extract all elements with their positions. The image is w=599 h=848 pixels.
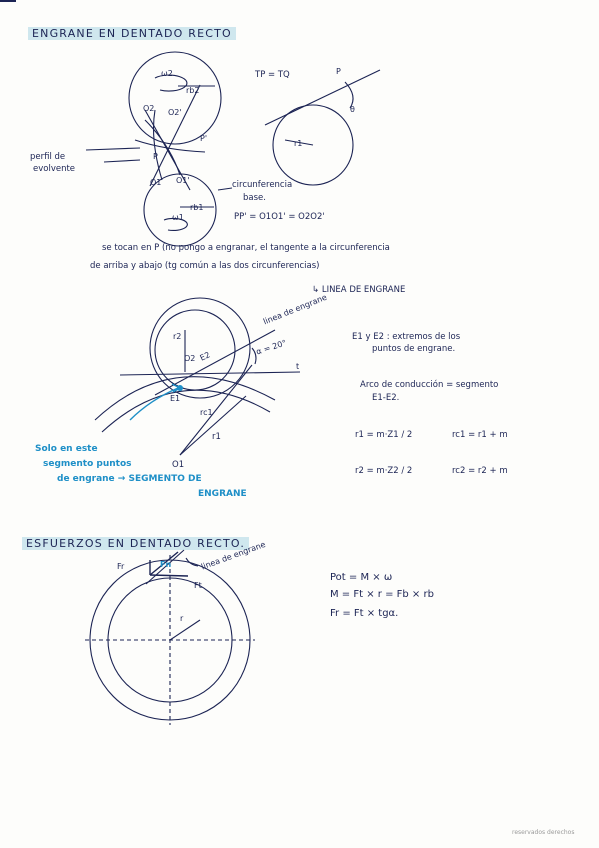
pinion-pitch-circle xyxy=(154,309,236,391)
linea-engrane-text: LINEA DE ENGRANE xyxy=(321,285,406,295)
section1-title-text: ENGRANE EN DENTADO RECTO xyxy=(28,27,236,40)
equation-tp: TP = TQ xyxy=(255,70,290,80)
label-o1-prime: O1' xyxy=(176,176,190,185)
radius-r-forces xyxy=(169,619,201,641)
radius-r1-right xyxy=(284,139,314,146)
label-o1: O1 xyxy=(150,178,162,187)
engagement-segment-dot xyxy=(177,385,183,391)
label-base: base. xyxy=(243,193,266,203)
equation-pp: PP' = O1O1' = O2O2' xyxy=(234,212,325,222)
sentence-line-2: de arriba y abajo (tg común a las dos ci… xyxy=(90,261,320,271)
label-w1: ω1 xyxy=(172,213,184,222)
radius-rc1 xyxy=(179,364,253,456)
note-e1e2-line2: puntos de engrane. xyxy=(372,344,456,354)
angle-arc-20 xyxy=(251,347,257,365)
label-rc1: rc1 xyxy=(200,408,213,417)
label-r1-mesh: r1 xyxy=(212,432,221,442)
equation-r1: r1 = m·Z1 / 2 xyxy=(355,430,413,440)
label-fn: Fn xyxy=(160,560,172,569)
footer-text: reservados derechos xyxy=(512,829,575,836)
label-ft: Ft xyxy=(194,581,202,590)
label-perfil: perfil de xyxy=(30,152,66,162)
label-p: P xyxy=(153,152,158,161)
equation-fr: Fr = Ft × tgα. xyxy=(330,608,399,619)
equation-r2: r2 = m·Z2 / 2 xyxy=(355,466,413,476)
line-of-engagement xyxy=(154,329,276,396)
label-rb2: rb2 xyxy=(186,86,200,95)
note-e1e2-line1: E1 y E2 : extremos de los xyxy=(352,332,461,342)
rotation-arrow-w1 xyxy=(163,217,188,232)
base-circle-right xyxy=(272,104,354,186)
label-fr: Fr xyxy=(117,562,125,571)
pointer-perfil xyxy=(85,147,141,151)
involute-curve-1 xyxy=(144,119,181,176)
wheel-addendum-arc xyxy=(94,376,276,421)
note-arco-line2: E1-E2. xyxy=(372,393,400,403)
label-evolvente: evolvente xyxy=(33,164,76,174)
gear-top-circle xyxy=(128,51,222,145)
line-of-action-1 xyxy=(149,84,201,187)
blue-note-line1: Solo en este xyxy=(35,444,98,454)
line-of-action-2 xyxy=(144,109,191,191)
equation-rc1: rc1 = r1 + m xyxy=(452,430,508,440)
linea-arrow-icon: ↳ xyxy=(312,285,320,295)
blue-pointer-arrow xyxy=(129,387,179,421)
label-w2: ω2 xyxy=(161,69,173,78)
linea-engrane-row: ↳ LINEA DE ENGRANE xyxy=(312,285,405,295)
label-e1: E1 xyxy=(170,394,181,403)
label-r-forces: r xyxy=(180,614,184,623)
label-t: t xyxy=(296,362,300,371)
radius-r1 xyxy=(179,395,247,456)
blue-note-line4: ENGRANE xyxy=(198,489,247,499)
pointer-circunferencia xyxy=(217,187,233,191)
label-o2: O2 xyxy=(143,104,155,113)
pointer-evolvente xyxy=(103,159,141,163)
blue-note-line2: segmento puntos xyxy=(43,459,132,469)
label-r1-right: r1 xyxy=(294,139,303,148)
section3-title-text: ESFUERZOS EN DENTADO RECTO. xyxy=(22,537,250,550)
involute-curve-2 xyxy=(153,109,163,181)
label-o2-mesh: O2 xyxy=(184,354,196,363)
engagement-line-forces xyxy=(145,549,185,585)
wheel-pitch-arc xyxy=(101,389,271,433)
equation-pot: Pot = M × ω xyxy=(330,572,393,583)
section3-title: ESFUERZOS EN DENTADO RECTO. xyxy=(22,537,250,550)
pointer-linea-engrane xyxy=(185,557,199,567)
label-p-prime: P' xyxy=(200,134,208,143)
label-o2-prime: O2' xyxy=(168,108,182,117)
label-o1-mesh: O1 xyxy=(172,460,185,470)
label-rb1: rb1 xyxy=(190,203,204,212)
label-p-right: P xyxy=(336,67,341,76)
blue-note-line3: de engrane → SEGMENTO DE xyxy=(57,474,202,484)
rotation-arrow-w2 xyxy=(154,74,188,92)
force-fn-arrow xyxy=(149,551,179,576)
note-arco-line1: Arco de conducción = segmento xyxy=(360,380,499,390)
section1-title: ENGRANE EN DENTADO RECTO xyxy=(28,27,236,40)
tangent-t xyxy=(119,371,301,376)
equation-m: M = Ft × r = Fb × rb xyxy=(330,589,434,600)
equation-rc2: rc2 = r2 + m xyxy=(452,466,508,476)
angle-theta-arc xyxy=(344,81,354,109)
sentence-line-1: se tocan en P (no pongo a engranar, el t… xyxy=(102,243,390,253)
label-r2: r2 xyxy=(173,332,182,341)
label-circunferencia: circunferencia xyxy=(232,180,293,190)
tangent-line-right xyxy=(264,69,381,126)
pinion-outer-circle xyxy=(149,297,251,399)
label-theta: θ xyxy=(350,105,355,114)
